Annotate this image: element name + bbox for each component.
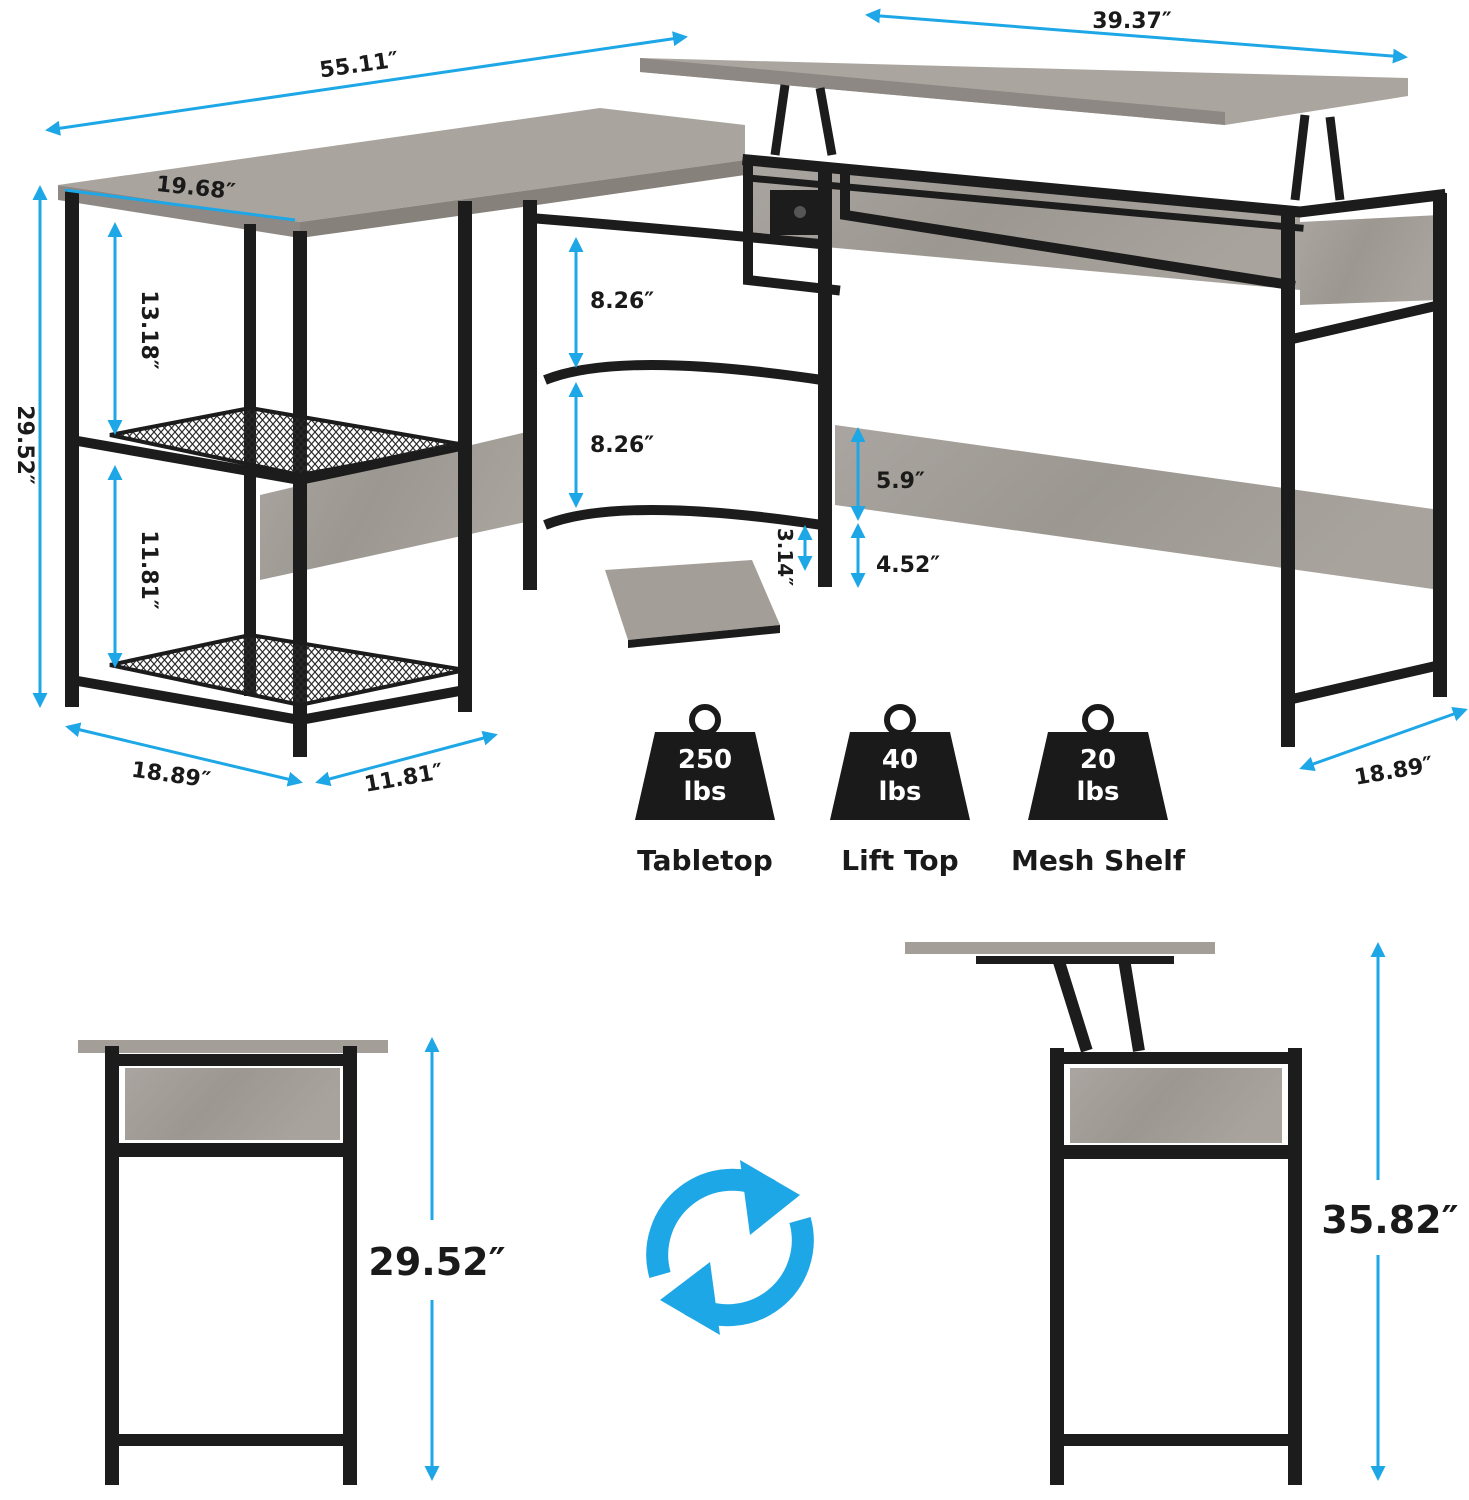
lift-top-surface <box>640 58 1408 125</box>
upper-mesh-shelf <box>109 405 466 478</box>
lower-mesh-shelf <box>109 632 466 708</box>
dim-footrest-height: 3.14″ <box>773 528 797 586</box>
capacity-unit: lbs <box>684 777 727 807</box>
kettlebell-weight-icon <box>1028 704 1168 820</box>
dim-panel-height: 5.9″ <box>876 469 925 494</box>
side-view-lifted <box>905 942 1302 1485</box>
side-tabletop <box>78 1040 388 1053</box>
end-wood-panel <box>1300 215 1440 305</box>
dim-bar-gap-lower: 8.26″ <box>590 433 654 458</box>
capacity-number: 20 <box>1080 745 1116 775</box>
capacity-label: Tabletop <box>637 844 773 877</box>
dim-lifted-height: 35.82″ <box>1321 1198 1458 1242</box>
rotate-arrows-icon <box>646 1160 814 1335</box>
dim-right-depth: 18.89″ <box>1353 752 1436 790</box>
dim-ground-clearance: 4.52″ <box>876 553 940 578</box>
dimension-lines <box>32 8 1468 787</box>
kettlebell-weight-icon <box>830 704 970 820</box>
capacity-label: Lift Top <box>841 844 958 877</box>
dim-lift-top-length: 39.37″ <box>1092 9 1172 34</box>
capacity-number: 40 <box>882 745 918 775</box>
kettlebell-weight-icon <box>635 704 775 820</box>
capacity-item-lift-top: 40 lbs Lift Top <box>830 704 970 877</box>
l-desk-illustration <box>58 58 1447 757</box>
side-wood-panel <box>125 1068 340 1140</box>
dim-lower-shelf-gap: 11.81″ <box>136 530 161 610</box>
capacity-unit: lbs <box>879 777 922 807</box>
capacity-item-mesh-shelf: 20 lbs Mesh Shelf <box>1011 704 1186 877</box>
dim-side-view-height: 29.52″ <box>368 1240 505 1284</box>
side-view-lowered <box>78 1040 388 1485</box>
right-desk-frame <box>742 154 1447 747</box>
lifted-wood-panel <box>1070 1068 1282 1143</box>
dim-bar-gap-upper: 8.26″ <box>590 289 654 314</box>
capacity-label: Mesh Shelf <box>1011 844 1186 877</box>
dim-left-depth: 18.89″ <box>130 758 212 794</box>
capacity-number: 250 <box>678 745 732 775</box>
dim-height: 29.52″ <box>12 405 37 485</box>
lifted-tabletop <box>905 942 1215 954</box>
corner-support-bars <box>523 200 831 590</box>
lift-mechanism <box>770 84 1345 201</box>
capacity-unit: lbs <box>1077 777 1120 807</box>
capacity-item-tabletop: 250 lbs Tabletop <box>635 704 775 877</box>
dim-upper-shelf-gap: 13.18″ <box>136 290 161 370</box>
dim-shelf-depth: 11.81″ <box>363 759 446 797</box>
dim-total-length: 55.11″ <box>318 48 400 84</box>
footrest <box>605 560 780 640</box>
l-desktop-surface <box>58 108 745 222</box>
